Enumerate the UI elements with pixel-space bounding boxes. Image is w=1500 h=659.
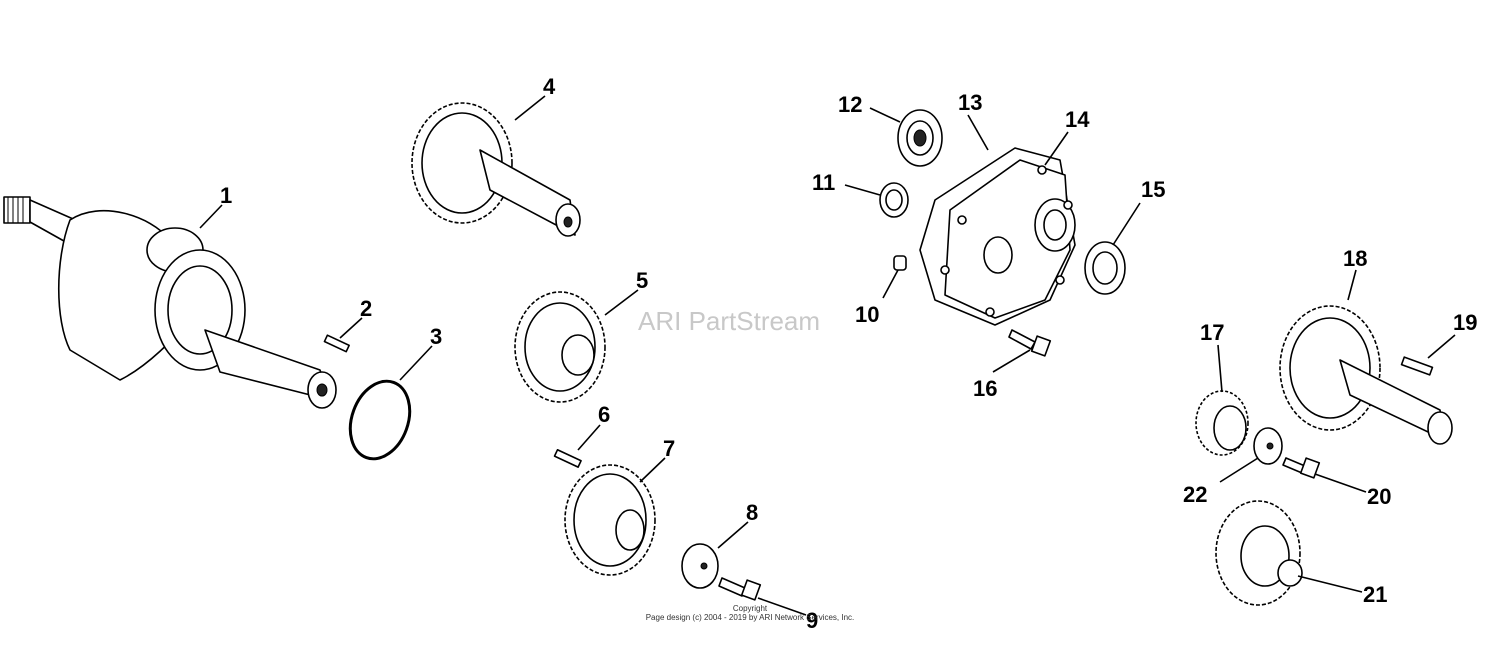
part-7-gear: [564, 464, 656, 576]
part-16-bolt: [1008, 329, 1052, 357]
callout-17[interactable]: 17: [1200, 320, 1224, 345]
part-9-bolt: [718, 577, 762, 601]
part-3-oring: [348, 379, 412, 461]
part-5-gear: [514, 291, 606, 403]
callout-3[interactable]: 3: [430, 324, 442, 349]
callout-5[interactable]: 5: [636, 268, 648, 293]
part-10-dowel: [893, 255, 907, 271]
callout-13[interactable]: 13: [958, 90, 982, 115]
part-11-bearing: [879, 182, 909, 218]
callout-18[interactable]: 18: [1343, 246, 1367, 271]
part-21-gear: [1215, 500, 1303, 606]
callout-10[interactable]: 10: [855, 302, 879, 327]
callout-7[interactable]: 7: [663, 436, 675, 461]
copyright-line1: Copyright: [733, 604, 768, 613]
callout-22[interactable]: 22: [1183, 482, 1207, 507]
callout-1[interactable]: 1: [220, 183, 232, 208]
callout-15[interactable]: 15: [1141, 177, 1165, 202]
part-22-washer: [1253, 427, 1283, 465]
part-14-housing: [940, 159, 1076, 319]
callout-6[interactable]: 6: [598, 402, 610, 427]
callout-16[interactable]: 16: [973, 376, 997, 401]
callout-9[interactable]: 9: [806, 608, 818, 633]
part-12-bearing: [897, 109, 943, 167]
callout-21[interactable]: 21: [1363, 582, 1387, 607]
part-15-seal: [1084, 241, 1126, 295]
part-18-gear-shaft: [1279, 305, 1453, 445]
part-6-key: [553, 448, 582, 468]
callout-8[interactable]: 8: [746, 500, 758, 525]
callout-20[interactable]: 20: [1367, 484, 1391, 509]
callout-4[interactable]: 4: [543, 74, 556, 99]
part-1-crankshaft: [3, 196, 337, 409]
part-20-bolt: [1282, 457, 1321, 479]
part-8-washer: [681, 543, 719, 589]
callout-11[interactable]: 11: [812, 170, 835, 195]
leader-lines: [199, 95, 1456, 616]
callout-19[interactable]: 19: [1453, 310, 1477, 335]
copyright-line2: Page design (c) 2004 - 2019 by ARI Netwo…: [646, 613, 855, 622]
callout-14[interactable]: 14: [1065, 107, 1090, 132]
part-17-gear: [1195, 390, 1249, 456]
part-2-key: [323, 334, 350, 353]
callout-12[interactable]: 12: [838, 92, 862, 117]
callout-2[interactable]: 2: [360, 296, 372, 321]
watermark: ARI PartStream: [638, 306, 820, 336]
part-19-key: [1400, 356, 1434, 376]
part-4-gear-shaft: [411, 102, 581, 237]
